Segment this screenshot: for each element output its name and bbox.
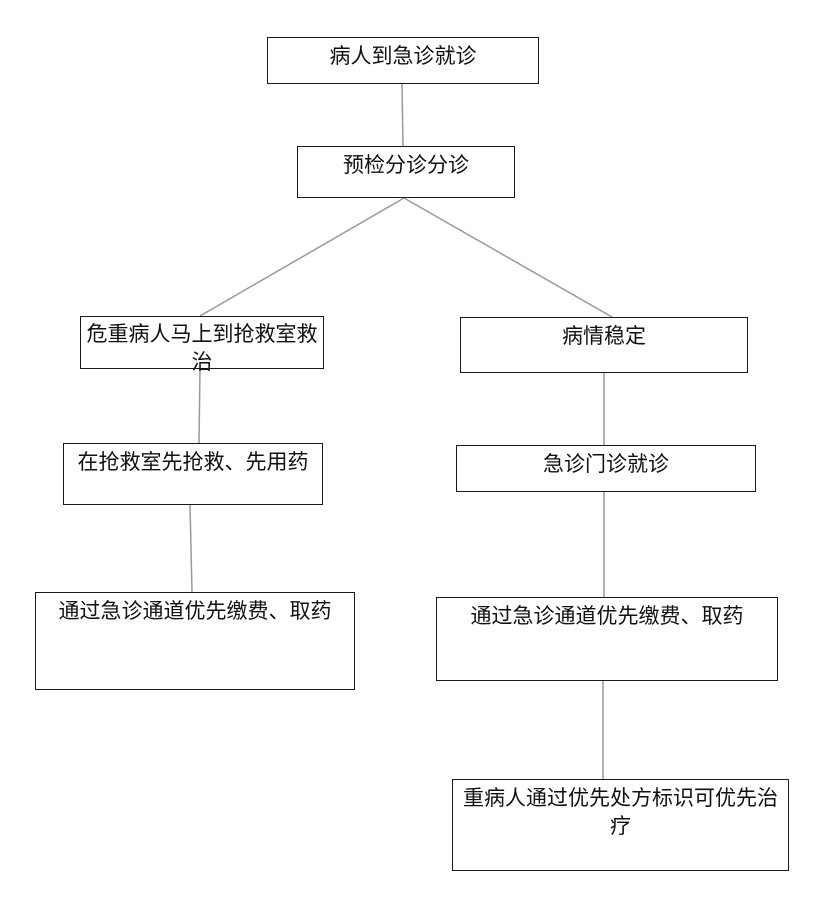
- connector-n2-n4: [403, 197, 613, 318]
- node-arrive-emergency: 病人到急诊就诊: [267, 37, 539, 84]
- node-label: 预检分诊分诊: [343, 153, 469, 177]
- node-priority-payment-left: 通过急诊通道优先缴费、取药: [35, 592, 355, 690]
- node-label: 危重病人马上到抢救室救治: [86, 322, 318, 374]
- node-label: 病情稳定: [562, 324, 646, 348]
- connector-n2-n3: [199, 197, 405, 317]
- node-priority-payment-right: 通过急诊通道优先缴费、取药: [436, 597, 778, 681]
- node-stable-condition: 病情稳定: [460, 317, 748, 373]
- connector-n5-n7: [189, 504, 193, 593]
- node-label: 病人到急诊就诊: [329, 44, 477, 68]
- node-label: 通过急诊通道优先缴费、取药: [58, 599, 332, 623]
- connector-n3-n5: [198, 368, 201, 444]
- node-priority-prescription: 重病人通过优先处方标识可优先治疗: [452, 779, 789, 871]
- node-label: 急诊门诊就诊: [543, 452, 669, 476]
- node-triage: 预检分诊分诊: [297, 146, 515, 198]
- node-critical-rescue-room: 危重病人马上到抢救室救治: [80, 316, 324, 374]
- node-label: 通过急诊通道优先缴费、取药: [470, 604, 744, 628]
- node-label: 重病人通过优先处方标识可优先治疗: [463, 786, 778, 838]
- node-label: 在抢救室先抢救、先用药: [77, 450, 309, 474]
- node-emergency-outpatient: 急诊门诊就诊: [456, 445, 756, 492]
- node-rescue-first-medicate: 在抢救室先抢救、先用药: [63, 443, 323, 505]
- connector-n1-n2: [401, 83, 404, 147]
